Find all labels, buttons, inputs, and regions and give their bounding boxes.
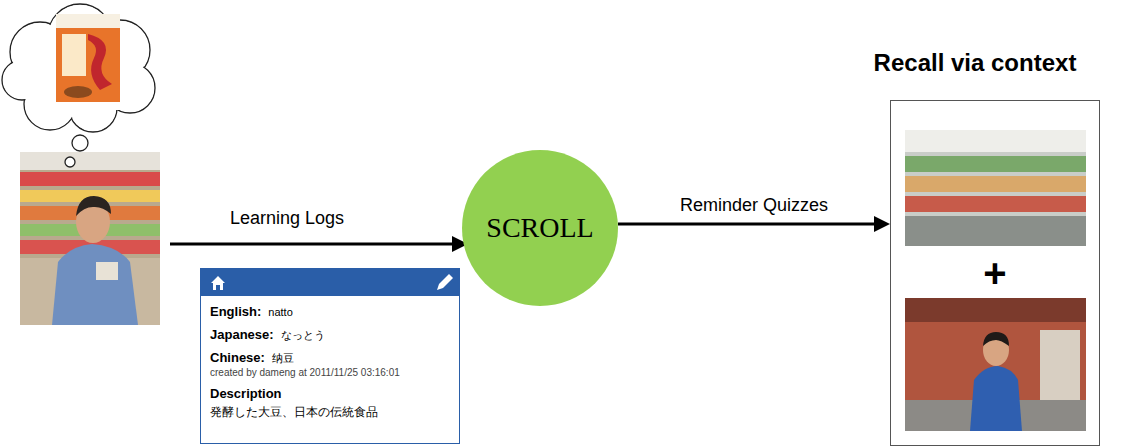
field-name: Chinese:: [210, 350, 265, 365]
description-heading: Description: [210, 386, 450, 401]
man-hair: [76, 196, 111, 216]
app-screenshot-card: English: nattoJapanese: なっとう Chinese: 纳豆 crea…: [200, 268, 460, 444]
field-row: Chinese: 纳豆: [210, 348, 450, 366]
thought-cloud: [2, 4, 155, 132]
display-base: [905, 216, 1086, 246]
edit-icon: [437, 274, 453, 290]
system-circle: SCROLL: [462, 150, 618, 306]
plus-sign: +: [891, 253, 1099, 293]
package-top: [56, 14, 120, 28]
package-beans: [64, 86, 92, 98]
card-body: English: nattoJapanese: なっとう Chinese: 纳豆 crea…: [201, 296, 459, 425]
thought-bubble: [72, 135, 88, 151]
connector-line: [618, 223, 876, 226]
person-jacket: [970, 366, 1022, 431]
field-name: Japanese:: [210, 327, 274, 342]
photo-ground: [20, 152, 160, 325]
display-row: [905, 196, 1086, 212]
shelf-row: [20, 172, 160, 186]
shelf-top: [20, 152, 160, 170]
field-value: natto: [268, 306, 292, 318]
display-row: [905, 156, 1086, 172]
package-body: [56, 14, 120, 102]
panel-heading: Recall via context: [831, 49, 1119, 77]
package-brush: [88, 34, 112, 90]
display-row: [905, 176, 1086, 192]
field-value: 纳豆: [272, 352, 294, 364]
man-jacket: [52, 244, 138, 325]
system-name: SCROLL: [486, 212, 593, 244]
app-header-bar: [201, 269, 459, 296]
header-icons: [201, 269, 459, 296]
held-item: [96, 262, 118, 280]
package-label: [62, 34, 86, 76]
thought-cloud-fill: [3, 5, 154, 131]
window: [1040, 330, 1080, 410]
brick-wall: [905, 298, 1086, 431]
person-hair: [983, 332, 1009, 346]
circle-fill: [462, 150, 618, 306]
home-icon: [211, 276, 225, 290]
ceiling: [905, 130, 1086, 152]
created-note: created by dameng at 2011/11/25 03:16:01: [210, 367, 450, 378]
field-row: English: natto: [210, 302, 450, 320]
flow-label: Learning Logs: [230, 208, 344, 229]
recall-panel: Recall via context+: [890, 100, 1100, 446]
field-row: Japanese: なっとう: [210, 325, 450, 343]
shopfront-photo: [905, 298, 1086, 431]
natto-package: [56, 14, 120, 102]
store-display-photo: [905, 130, 1086, 246]
flow-arrow-line: [170, 243, 456, 246]
flow-connector: [618, 216, 890, 232]
connector-label: Reminder Quizzes: [680, 195, 828, 216]
awning: [905, 298, 1086, 322]
supermarket-photo: [20, 152, 160, 325]
thought-bubble: [65, 157, 75, 167]
description-text: 発酵した大豆、日本の伝統食品: [210, 404, 450, 421]
field-name: English:: [210, 304, 261, 319]
photo-ground: [905, 130, 1086, 246]
field-value: なっとう: [281, 329, 325, 341]
arrowhead: [874, 216, 890, 232]
